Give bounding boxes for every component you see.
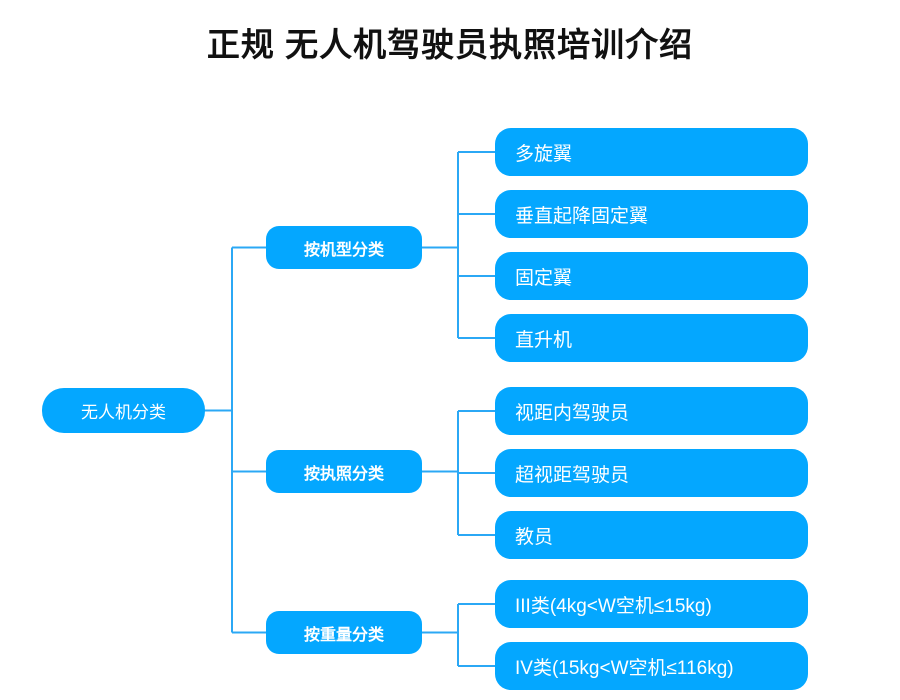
root-node-label: 无人机分类 [81, 403, 166, 422]
leaf-node-0-3[interactable]: 直升机 [495, 314, 808, 362]
leaf-node-2-0-label: III类(4kg<W空机≤15kg) [515, 595, 712, 617]
page-title: 正规 无人机驾驶员执照培训介绍 [206, 26, 694, 63]
leaf-node-0-1[interactable]: 垂直起降固定翼 [495, 190, 808, 238]
leaf-node-1-0-label: 视距内驾驶员 [515, 402, 630, 424]
leaf-node-1-1-label: 超视距驾驶员 [515, 464, 630, 486]
branch-node-0[interactable]: 按机型分类 [266, 226, 422, 269]
branch-node-2-label: 按重量分类 [303, 626, 384, 644]
branch-node-0-label: 按机型分类 [303, 241, 384, 259]
leaf-node-1-2[interactable]: 教员 [495, 511, 808, 559]
branch-node-2[interactable]: 按重量分类 [266, 611, 422, 654]
leaf-node-2-1-label: IV类(15kg<W空机≤116kg) [515, 657, 734, 679]
leaf-node-0-2-label: 固定翼 [515, 267, 573, 289]
leaf-node-0-1-label: 垂直起降固定翼 [515, 205, 649, 227]
root-node[interactable]: 无人机分类 [42, 388, 205, 433]
leaf-node-1-2-label: 教员 [515, 526, 554, 548]
branch-node-1[interactable]: 按执照分类 [266, 450, 422, 493]
leaf-node-0-2[interactable]: 固定翼 [495, 252, 808, 300]
leaf-node-2-0[interactable]: III类(4kg<W空机≤15kg) [495, 580, 808, 628]
leaf-node-2-1[interactable]: IV类(15kg<W空机≤116kg) [495, 642, 808, 690]
leaf-node-0-0[interactable]: 多旋翼 [495, 128, 808, 176]
branch-node-1-label: 按执照分类 [303, 465, 384, 483]
leaf-node-0-3-label: 直升机 [515, 329, 573, 351]
leaf-node-1-0[interactable]: 视距内驾驶员 [495, 387, 808, 435]
leaf-node-1-1[interactable]: 超视距驾驶员 [495, 449, 808, 497]
leaf-node-0-0-label: 多旋翼 [515, 143, 573, 165]
